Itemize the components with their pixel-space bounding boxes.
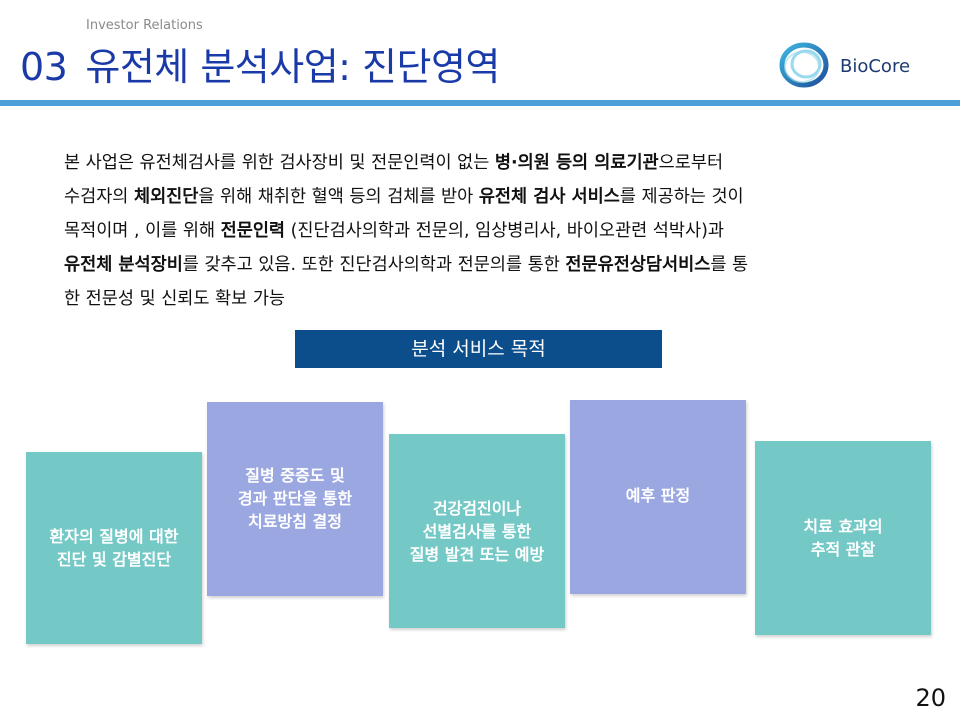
purpose-box-treatment-plan: 질병 중증도 및 경과 판단을 통한 치료방침 결정 — [207, 402, 383, 596]
page-title: 03 유전체 분석사업: 진단영역 — [20, 36, 500, 91]
box-label: 건강검진이나 선별검사를 통한 질병 발견 또는 예방 — [409, 498, 545, 564]
emphasis-text: 전문인력 — [220, 221, 286, 241]
section-number: 03 — [20, 45, 68, 89]
box-label: 치료 효과의 추적 관찰 — [803, 517, 883, 559]
emphasis-text: 체외진단 — [133, 187, 199, 207]
description-line: 유전체 분석장비를 갖추고 있음. 또한 진단검사의학과 전문의를 통한 전문유… — [64, 248, 924, 282]
kicker-label: Investor Relations — [86, 18, 203, 33]
box-label: 질병 중증도 및 경과 판단을 통한 치료방침 결정 — [237, 466, 353, 531]
header-rule — [0, 100, 960, 106]
emphasis-text: 병·의원 등의 의료기관 — [494, 153, 659, 173]
box-label: 예후 판정 — [625, 486, 691, 505]
emphasis-text: 유전체 분석장비 — [64, 255, 183, 275]
text-run: (진단검사의학과 전문의, 임상병리사, 바이오관련 석박사)과 — [285, 221, 725, 241]
description-paragraph: 본 사업은 유전체검사를 위한 검사장비 및 전문인력이 없는 병·의원 등의 … — [64, 146, 924, 316]
brand-logo: BioCore — [776, 38, 936, 92]
text-run: 를 갖추고 있음. 또한 진단검사의학과 전문의를 통한 — [182, 255, 566, 275]
page-number: 20 — [915, 684, 946, 712]
purpose-box-diagnosis: 환자의 질병에 대한 진단 및 감별진단 — [26, 452, 202, 644]
description-line: 본 사업은 유전체검사를 위한 검사장비 및 전문인력이 없는 병·의원 등의 … — [64, 146, 924, 180]
text-run: 수검자의 — [64, 187, 134, 207]
description-line: 수검자의 체외진단을 위해 채취한 혈액 등의 검체를 받아 유전체 검사 서비… — [64, 180, 924, 214]
section-banner: 분석 서비스 목적 — [295, 330, 662, 368]
title-text: 유전체 분석사업: 진단영역 — [85, 45, 500, 89]
text-run: 본 사업은 유전체검사를 위한 검사장비 및 전문인력이 없는 — [64, 153, 495, 173]
logo-wordmark: BioCore — [840, 56, 911, 77]
purpose-box-prognosis: 예후 판정 — [570, 400, 746, 594]
text-run: 를 제공하는 것이 — [619, 187, 744, 207]
description-line: 한 전문성 및 신뢰도 확보 가능 — [64, 289, 286, 309]
purpose-box-monitoring: 치료 효과의 추적 관찰 — [755, 441, 931, 635]
description-line: 목적이며 , 이를 위해 전문인력 (진단검사의학과 전문의, 임상병리사, 바… — [64, 214, 924, 248]
text-run: 목적이며 , 이를 위해 — [64, 221, 221, 241]
text-run: 으로부터 — [658, 153, 724, 173]
emphasis-text: 전문유전상담서비스 — [565, 255, 711, 275]
box-label: 환자의 질병에 대한 진단 및 감별진단 — [49, 527, 179, 569]
purpose-box-screening: 건강검진이나 선별검사를 통한 질병 발견 또는 예방 — [389, 434, 565, 628]
text-run: 을 위해 채취한 혈액 등의 검체를 받아 — [198, 187, 479, 207]
biocore-logo-icon — [779, 42, 829, 88]
text-run: 를 통 — [710, 255, 749, 275]
emphasis-text: 유전체 검사 서비스 — [478, 187, 620, 207]
